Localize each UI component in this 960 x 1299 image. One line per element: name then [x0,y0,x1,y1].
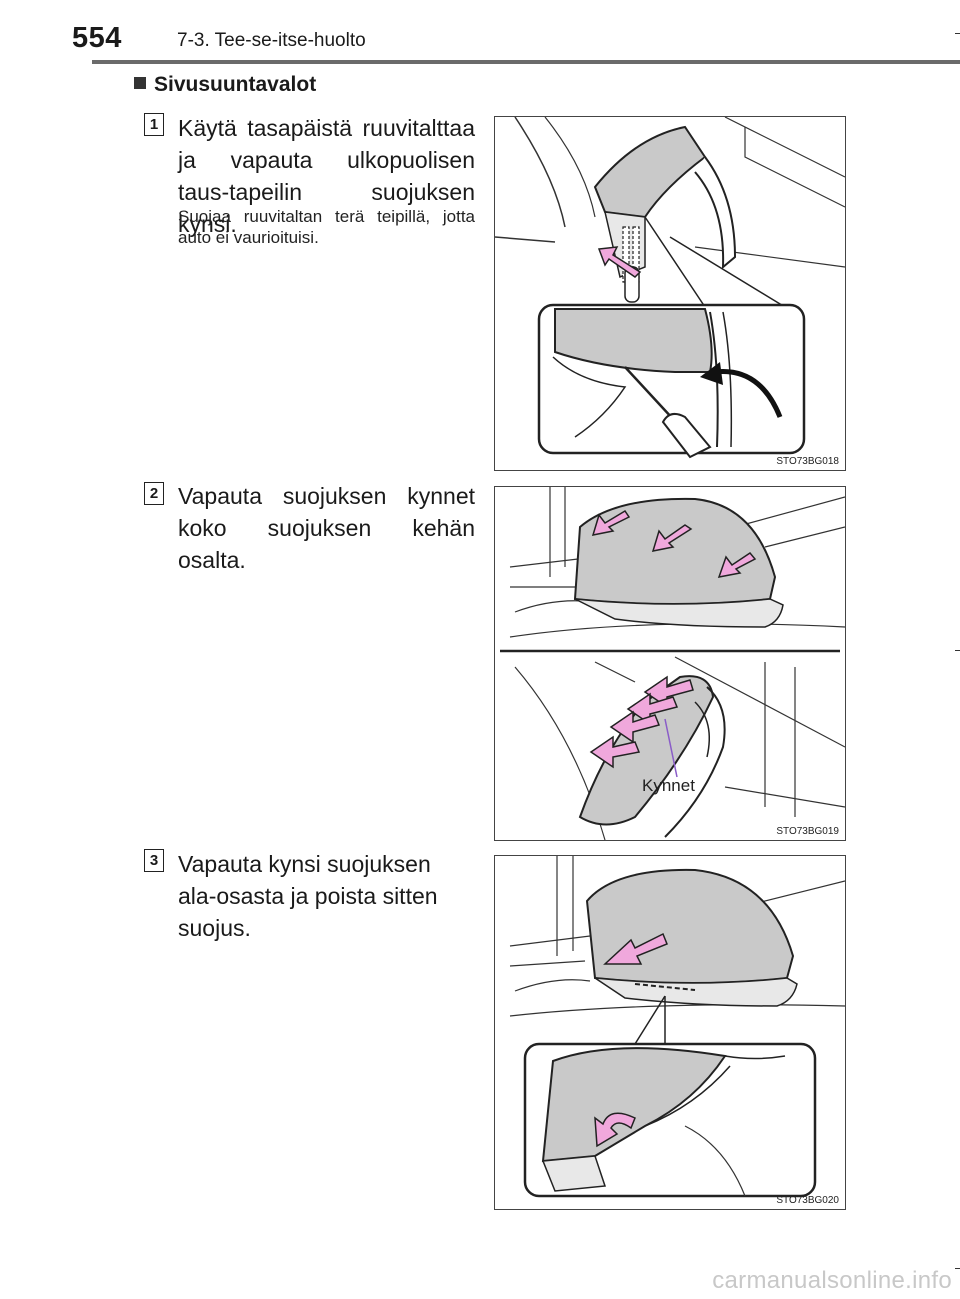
watermark: carmanualsonline.info [712,1267,952,1294]
crop-mark-bottom [955,1268,960,1269]
mirror-removal-illustration [509,856,845,1198]
mirror-screwdriver-illustration [495,117,845,459]
figure-step-1: STO73BG018 [494,116,846,471]
figure-step-3: STO73BG020 [494,855,846,1210]
step-1-badge: 1 [144,113,164,136]
crop-mark-middle [955,650,960,651]
figure-code: STO73BG019 [776,826,839,837]
heading-text: Sivusuuntavalot [154,73,317,96]
figure-code: STO73BG020 [776,1195,839,1206]
step-1-note: Suojaa ruuvitaltan terä teipillä, jotta … [178,207,475,247]
square-bullet-icon [134,77,146,89]
page-number: 554 [72,22,122,54]
crop-mark-top [955,33,960,34]
subsection-heading: Sivusuuntavalot [134,73,316,97]
step-1-text: Käytä tasapäistä ruuvitalttaa ja vapauta… [178,115,475,237]
step-2-badge: 2 [144,482,164,505]
step-2-text: Vapauta suojuksen kynnet koko suojuksen … [178,483,475,573]
mirror-claws-illustration [500,487,845,840]
figure-label-kynnet: Kynnet [642,776,695,795]
figure-code: STO73BG018 [776,456,839,467]
step-3-badge: 3 [144,849,164,872]
header-rule [92,60,960,64]
step-3-text: Vapauta kynsi suojuksen ala-osasta ja po… [178,851,438,941]
section-title: 7-3. Tee-se-itse-huolto [177,30,366,51]
figure-step-2: Kynnet STO73BG019 [494,486,846,841]
